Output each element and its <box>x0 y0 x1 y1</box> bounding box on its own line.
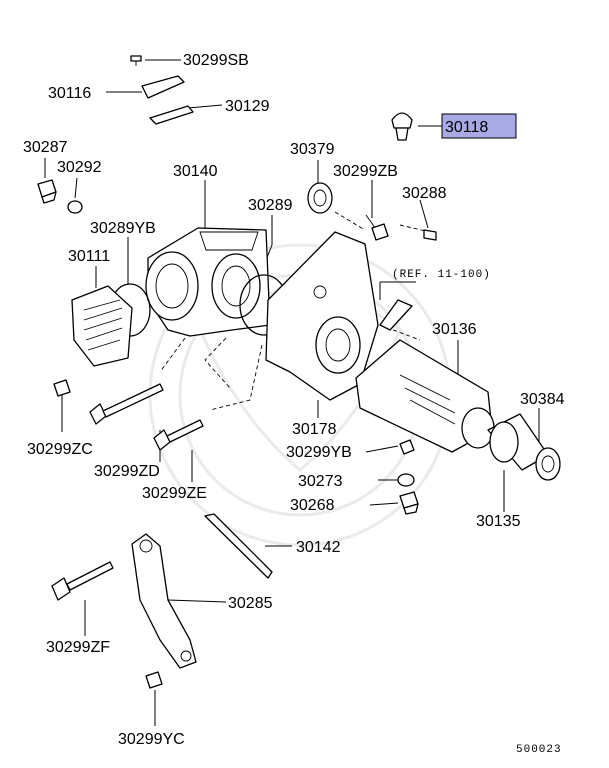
bolt-30299ZB <box>365 214 389 241</box>
label-30299SB[interactable]: 30299SB <box>183 52 249 69</box>
seal-30379 <box>307 182 333 214</box>
label-30116[interactable]: 30116 <box>48 85 91 102</box>
label-30287[interactable]: 30287 <box>23 139 68 156</box>
case-30136 <box>355 339 495 453</box>
label-ref[interactable]: (REF. 11-100) <box>392 269 491 281</box>
breather-30118 <box>391 112 413 141</box>
washer-30292 <box>67 200 83 214</box>
diagram-code: 500023 <box>516 744 562 756</box>
label-30268[interactable]: 30268 <box>290 497 335 514</box>
plug-30287 <box>37 179 57 204</box>
highlight-30118 <box>441 113 517 139</box>
bolt-30299ZF <box>51 561 114 601</box>
label-30285[interactable]: 30285 <box>228 595 273 612</box>
label-30299YC[interactable]: 30299YC <box>118 731 185 748</box>
label-30289YB[interactable]: 30289YB <box>90 220 156 237</box>
label-30288[interactable]: 30288 <box>402 185 447 202</box>
label-30142[interactable]: 30142 <box>296 539 341 556</box>
label-30299ZB[interactable]: 30299ZB <box>333 163 398 180</box>
label-30384[interactable]: 30384 <box>520 391 565 408</box>
seal-30384 <box>535 447 561 481</box>
label-30299ZF[interactable]: 30299ZF <box>46 639 110 656</box>
label-30379[interactable]: 30379 <box>290 141 335 158</box>
plug-30268 <box>399 491 419 515</box>
plate-30129 <box>149 105 194 125</box>
bolt-30299YC <box>145 671 163 689</box>
screw-30299SB <box>130 55 142 66</box>
housing-30140 <box>145 227 271 337</box>
label-30178[interactable]: 30178 <box>292 421 337 438</box>
ref-flag <box>379 299 413 331</box>
label-30292[interactable]: 30292 <box>57 159 102 176</box>
label-30135[interactable]: 30135 <box>476 513 521 530</box>
label-30299ZE[interactable]: 30299ZE <box>142 485 207 502</box>
bolt-30299ZC <box>53 379 71 410</box>
bolt-30299ZE <box>153 419 204 451</box>
label-30118[interactable]: 30118 <box>445 119 488 136</box>
label-30299ZC[interactable]: 30299ZC <box>27 441 93 458</box>
label-30299YB[interactable]: 30299YB <box>286 444 352 461</box>
part-labels: 30299SB 30116 30129 30118 30287 30292 30… <box>23 52 565 756</box>
label-30111[interactable]: 30111 <box>68 248 110 265</box>
strap-30142 <box>204 513 273 579</box>
bolt-30299YB <box>399 439 415 455</box>
bolt-30299ZD <box>89 383 164 425</box>
plate-30116 <box>141 75 185 99</box>
label-30299ZD[interactable]: 30299ZD <box>94 463 160 480</box>
housing-30178 <box>265 231 379 401</box>
label-30129[interactable]: 30129 <box>225 98 270 115</box>
pin-30288 <box>423 229 437 241</box>
label-30289[interactable]: 30289 <box>248 197 293 214</box>
label-30140[interactable]: 30140 <box>173 163 218 180</box>
gasket-30273 <box>397 473 415 487</box>
cover-30111 <box>71 285 133 367</box>
bracket-30285 <box>131 533 197 669</box>
label-30136[interactable]: 30136 <box>432 321 477 338</box>
label-30273[interactable]: 30273 <box>298 473 343 490</box>
